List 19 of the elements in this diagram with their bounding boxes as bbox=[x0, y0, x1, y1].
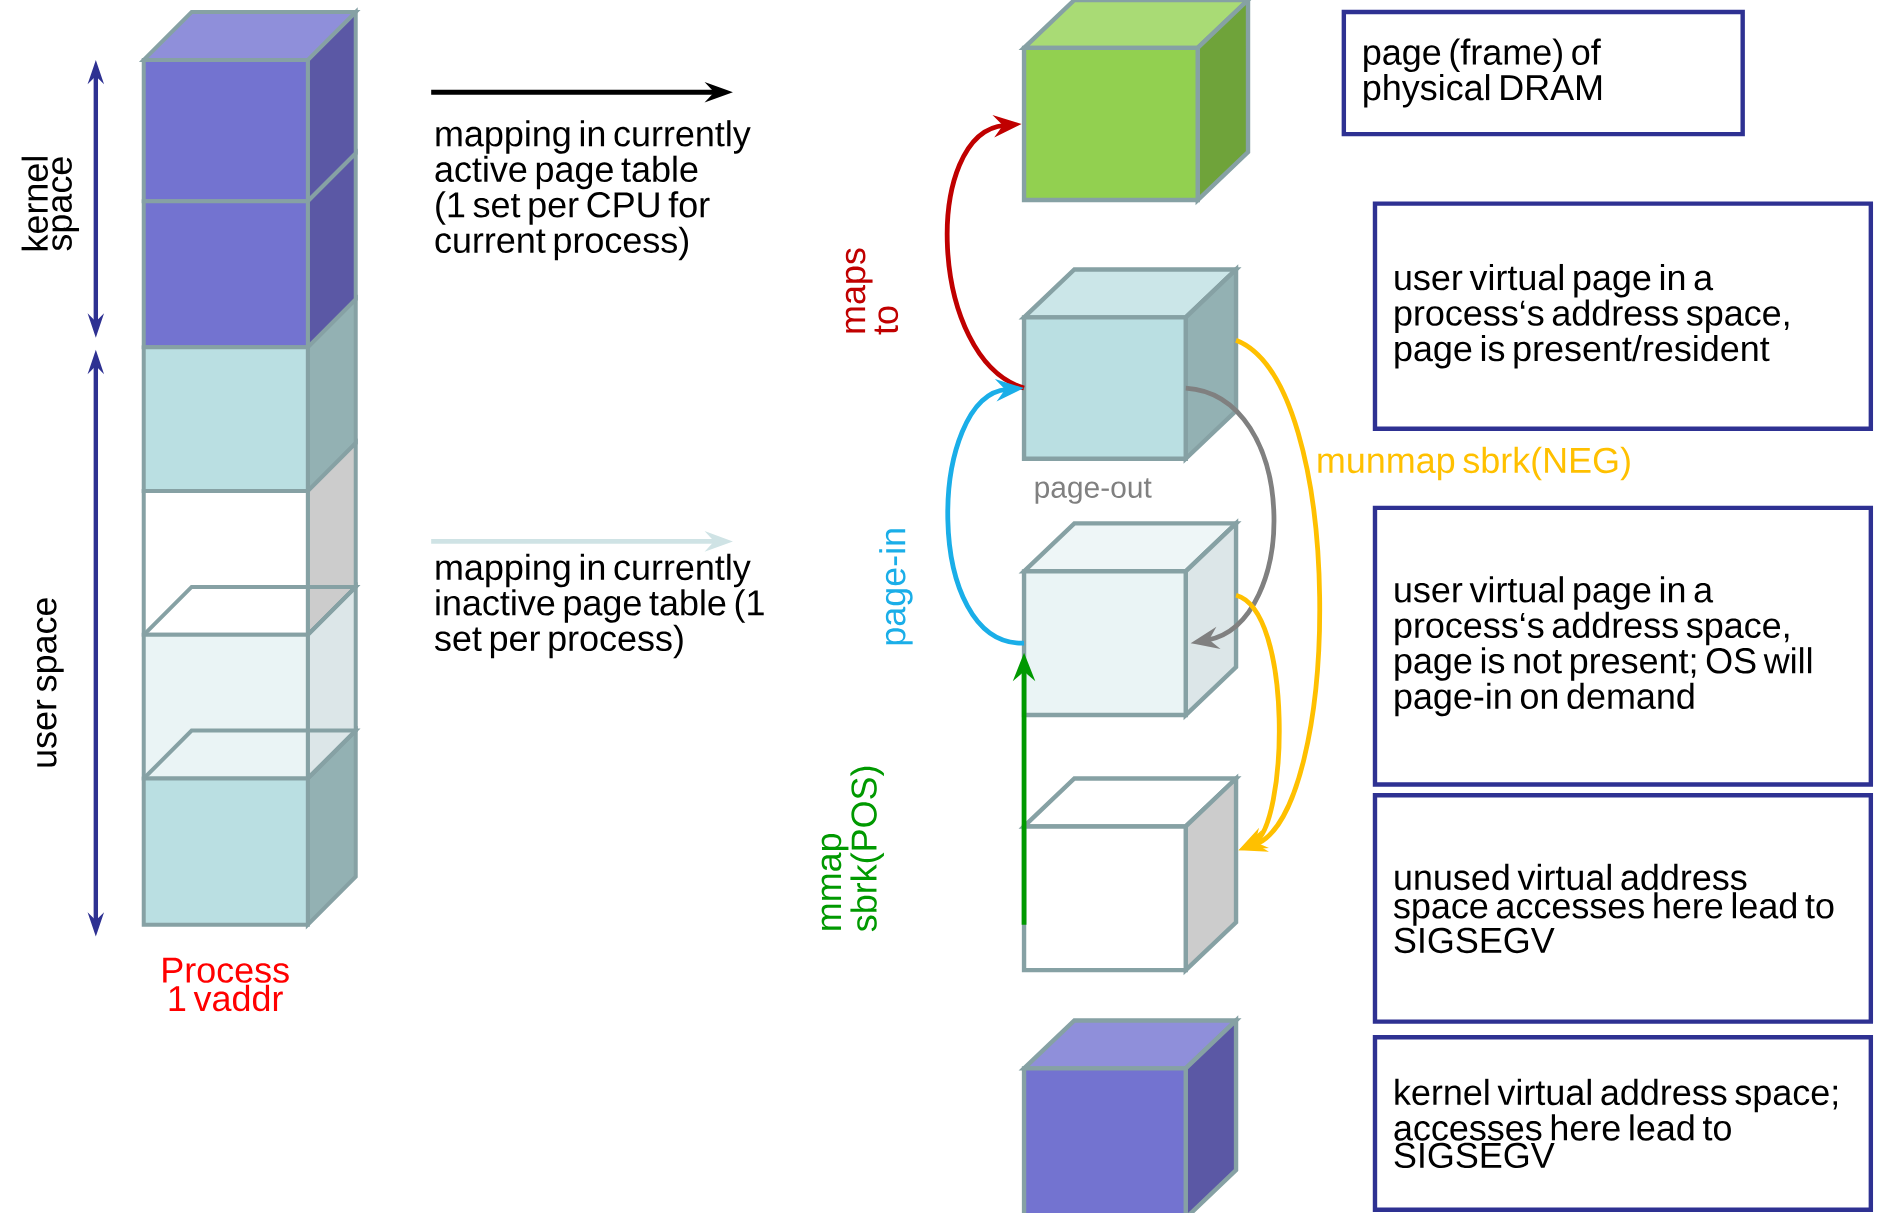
edge-label: mmap sbrk(POS) bbox=[821, 766, 884, 932]
axis-label: user space bbox=[36, 598, 64, 767]
edge-label: maps to bbox=[845, 248, 899, 335]
description-box: unused virtual address space accesses here lead to SIGSEGV bbox=[1372, 792, 1874, 1024]
legend-text: mapping in currently inactive page table (1 set per process) bbox=[435, 553, 764, 659]
description-box: user virtual page in a process‘s address space, page is present/resident bbox=[1372, 201, 1874, 431]
axis-label: kernel space bbox=[21, 157, 80, 251]
description-box: page (frame) of physical DRAM bbox=[1341, 9, 1745, 137]
arrow bbox=[1185, 385, 1277, 649]
edge-label: munmap sbrk(NEG) bbox=[1318, 446, 1630, 481]
description-box: kernel virtual address space; accesses here lead to SIGSEGV bbox=[1372, 1034, 1874, 1212]
arrow bbox=[945, 114, 1026, 391]
edge-label: page-out bbox=[1035, 478, 1152, 504]
arrow bbox=[945, 378, 1025, 646]
description-box: user virtual page in a process‘s address space, page is not present; OS will page-in on demand bbox=[1372, 505, 1874, 787]
arrow bbox=[1234, 338, 1323, 852]
edge-label: page-in bbox=[879, 529, 913, 645]
axis-label: Process 1 vaddr bbox=[163, 957, 289, 1012]
legend-text: mapping in currently active page table (1 set per CPU for current process) bbox=[435, 120, 751, 260]
